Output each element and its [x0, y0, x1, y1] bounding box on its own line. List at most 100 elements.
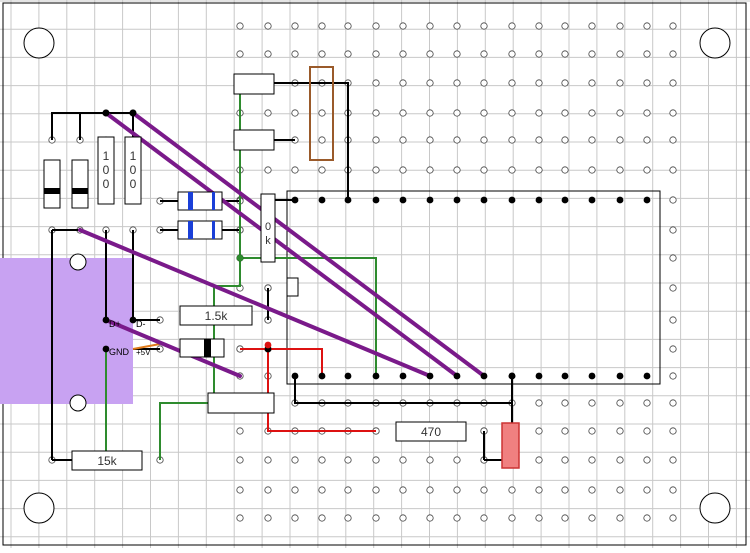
resistor-1k5: 1.5k — [179, 305, 253, 326]
hole-pad — [236, 50, 244, 58]
hole-pad — [616, 456, 624, 464]
hole-pad — [588, 427, 596, 435]
potentiometer — [309, 66, 334, 161]
hole-pad — [561, 399, 569, 407]
usb-pin-vcc-label: +5V — [136, 348, 151, 357]
hole-pad — [508, 486, 516, 494]
hole-pad — [669, 109, 677, 117]
red-wires — [240, 348, 376, 432]
usb-mount-hole-top — [69, 253, 87, 271]
hole-pad — [291, 166, 299, 174]
hole-pad — [669, 196, 677, 204]
hole-pad — [643, 456, 651, 464]
hole-pad — [480, 79, 488, 87]
solder-joint — [643, 372, 651, 380]
resistor-470-label: 470 — [421, 425, 441, 439]
hole-pad — [426, 136, 434, 144]
hole-pad — [318, 514, 326, 522]
solder-joint — [588, 372, 596, 380]
hole-pad — [372, 79, 380, 87]
solder-joint — [561, 372, 569, 380]
hole-pad — [561, 22, 569, 30]
hole-pad — [535, 486, 543, 494]
hole-pad — [561, 427, 569, 435]
hole-pad — [535, 399, 543, 407]
hole-pad — [453, 136, 461, 144]
hole-pad — [669, 136, 677, 144]
hole-pad — [426, 456, 434, 464]
hole-pad — [669, 166, 677, 174]
hole-pad — [508, 166, 516, 174]
solder-joint — [508, 372, 516, 380]
hole-pad — [399, 22, 407, 30]
solder-joint — [129, 109, 137, 117]
hole-pad — [508, 50, 516, 58]
hole-pad — [669, 316, 677, 324]
hole-pad — [318, 50, 326, 58]
hole-pad — [453, 486, 461, 494]
solder-joint-red — [264, 341, 272, 349]
hole-pad — [480, 514, 488, 522]
hole-pad — [643, 166, 651, 174]
hole-pad — [453, 109, 461, 117]
solder-joint — [508, 196, 516, 204]
hole-pad — [508, 514, 516, 522]
hole-pad — [535, 22, 543, 30]
hole-pad — [264, 109, 272, 117]
hole-pad — [535, 50, 543, 58]
solder-joint — [480, 372, 488, 380]
hole-pad — [318, 166, 326, 174]
hole-pad — [399, 79, 407, 87]
hole-pad — [453, 166, 461, 174]
hole-pad — [264, 514, 272, 522]
solder-joint — [480, 196, 488, 204]
solder-joint — [344, 196, 352, 204]
hole-pad — [426, 166, 434, 174]
hole-pad — [535, 79, 543, 87]
hole-pad — [535, 166, 543, 174]
hole-pad — [669, 427, 677, 435]
hole-pad — [291, 456, 299, 464]
hole-pad — [669, 284, 677, 292]
hole-pad — [616, 399, 624, 407]
solder-joint — [426, 372, 434, 380]
solder-joint — [102, 109, 110, 117]
hole-pad — [291, 22, 299, 30]
hole-pad — [480, 166, 488, 174]
solder-joint — [129, 316, 137, 324]
hole-pad — [669, 254, 677, 262]
mounting-hole-top-right — [699, 27, 731, 59]
solder-joint — [344, 372, 352, 380]
resistor-15k: 15k — [71, 450, 143, 471]
hole-pad — [535, 514, 543, 522]
solder-joint — [535, 372, 543, 380]
hole-pad — [318, 456, 326, 464]
hole-pad — [372, 456, 380, 464]
hole-pad — [669, 345, 677, 353]
hole-pad — [344, 486, 352, 494]
hole-pad — [535, 136, 543, 144]
hole-pad — [535, 456, 543, 464]
solder-joint — [318, 372, 326, 380]
solder-joint — [102, 345, 110, 353]
hole-pad — [561, 136, 569, 144]
hole-pad — [318, 22, 326, 30]
ic-outline — [286, 190, 661, 385]
hole-pad — [291, 50, 299, 58]
solder-joint — [561, 196, 569, 204]
hole-pad — [372, 109, 380, 117]
hole-pad — [669, 79, 677, 87]
hole-pad — [588, 79, 596, 87]
hole-pad — [344, 514, 352, 522]
hole-pad — [669, 50, 677, 58]
hole-pad — [669, 514, 677, 522]
hole-pad — [561, 166, 569, 174]
resistor-470: 470 — [395, 421, 467, 442]
solder-joint — [399, 196, 407, 204]
hole-pad — [616, 79, 624, 87]
hole-pad — [318, 486, 326, 494]
purple-jumpers — [78, 111, 486, 378]
